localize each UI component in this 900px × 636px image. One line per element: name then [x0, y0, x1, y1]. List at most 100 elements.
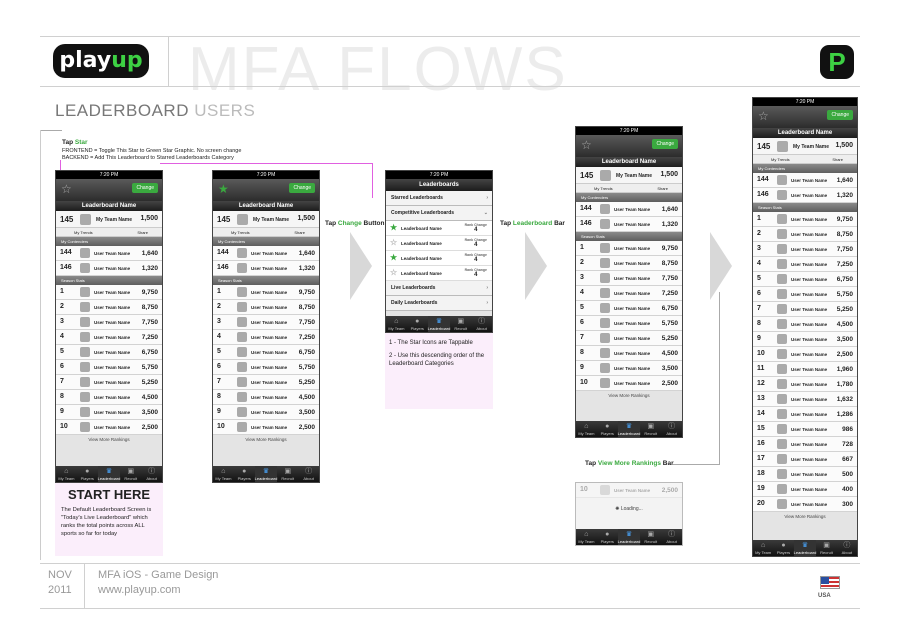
tab-leaderboard[interactable]: ♛Leaderboard: [617, 421, 641, 437]
green-star-icon[interactable]: ★: [390, 253, 398, 262]
tab-my-team[interactable]: ⌂My Team: [576, 529, 597, 545]
tab-leaderboard[interactable]: ♛Leaderboard: [427, 316, 451, 332]
star-icon[interactable]: ☆: [758, 109, 769, 123]
tab-players[interactable]: ●Players: [77, 466, 98, 482]
view-more-button[interactable]: View More Rankings: [753, 512, 857, 524]
live-leaderboards-bar[interactable]: Live Leaderboards›: [386, 281, 492, 296]
tab-recruit[interactable]: ▣Recruit: [640, 529, 661, 545]
share-link[interactable]: Share: [832, 157, 843, 162]
star-icon[interactable]: ☆: [61, 182, 72, 196]
share-link[interactable]: Share: [137, 230, 148, 235]
change-button[interactable]: Change: [132, 183, 158, 193]
starred-leaderboards-bar[interactable]: Starred Leaderboards›: [386, 191, 492, 206]
tab-my-team[interactable]: ⌂My Team: [56, 466, 77, 482]
view-more-button[interactable]: View More Rankings: [56, 435, 162, 447]
view-more-button[interactable]: View More Rankings: [576, 391, 682, 403]
tab-leaderboard[interactable]: ♛Leaderboard: [617, 529, 641, 545]
tab-leaderboard[interactable]: ♛Leaderboard: [793, 540, 817, 556]
tab-leaderboard[interactable]: ♛Leaderboard: [97, 466, 121, 482]
green-star-icon[interactable]: ★: [218, 182, 229, 196]
competitive-leaderboards-bar[interactable]: Competitive Leaderboards⌄: [386, 206, 492, 221]
change-button[interactable]: Change: [827, 110, 853, 120]
change-button[interactable]: Change: [289, 183, 315, 193]
tab-recruit[interactable]: ▣Recruit: [450, 316, 471, 332]
tab-players[interactable]: ●Players: [597, 421, 618, 437]
my-trends-link[interactable]: My Trends: [74, 230, 93, 235]
change-button[interactable]: Change: [652, 139, 678, 149]
green-star-icon[interactable]: ★: [390, 223, 398, 232]
view-more-button[interactable]: View More Rankings: [213, 435, 319, 447]
tab-my-team[interactable]: ⌂My Team: [386, 316, 407, 332]
share-link[interactable]: Share: [294, 230, 305, 235]
tab-players[interactable]: ●Players: [234, 466, 255, 482]
my-trends-link[interactable]: My Trends: [231, 230, 250, 235]
tab-my-team[interactable]: ⌂My Team: [576, 421, 597, 437]
tab-recruit[interactable]: ▣Recruit: [120, 466, 141, 482]
tab-players[interactable]: ●Players: [773, 540, 793, 556]
star-icon[interactable]: ☆: [581, 138, 592, 152]
tab-players[interactable]: ●Players: [407, 316, 428, 332]
tab-recruit[interactable]: ▣Recruit: [277, 466, 298, 482]
tab-my-team[interactable]: ⌂My Team: [753, 540, 773, 556]
tab-my-team[interactable]: ⌂My Team: [213, 466, 234, 482]
share-link[interactable]: Share: [657, 186, 668, 191]
